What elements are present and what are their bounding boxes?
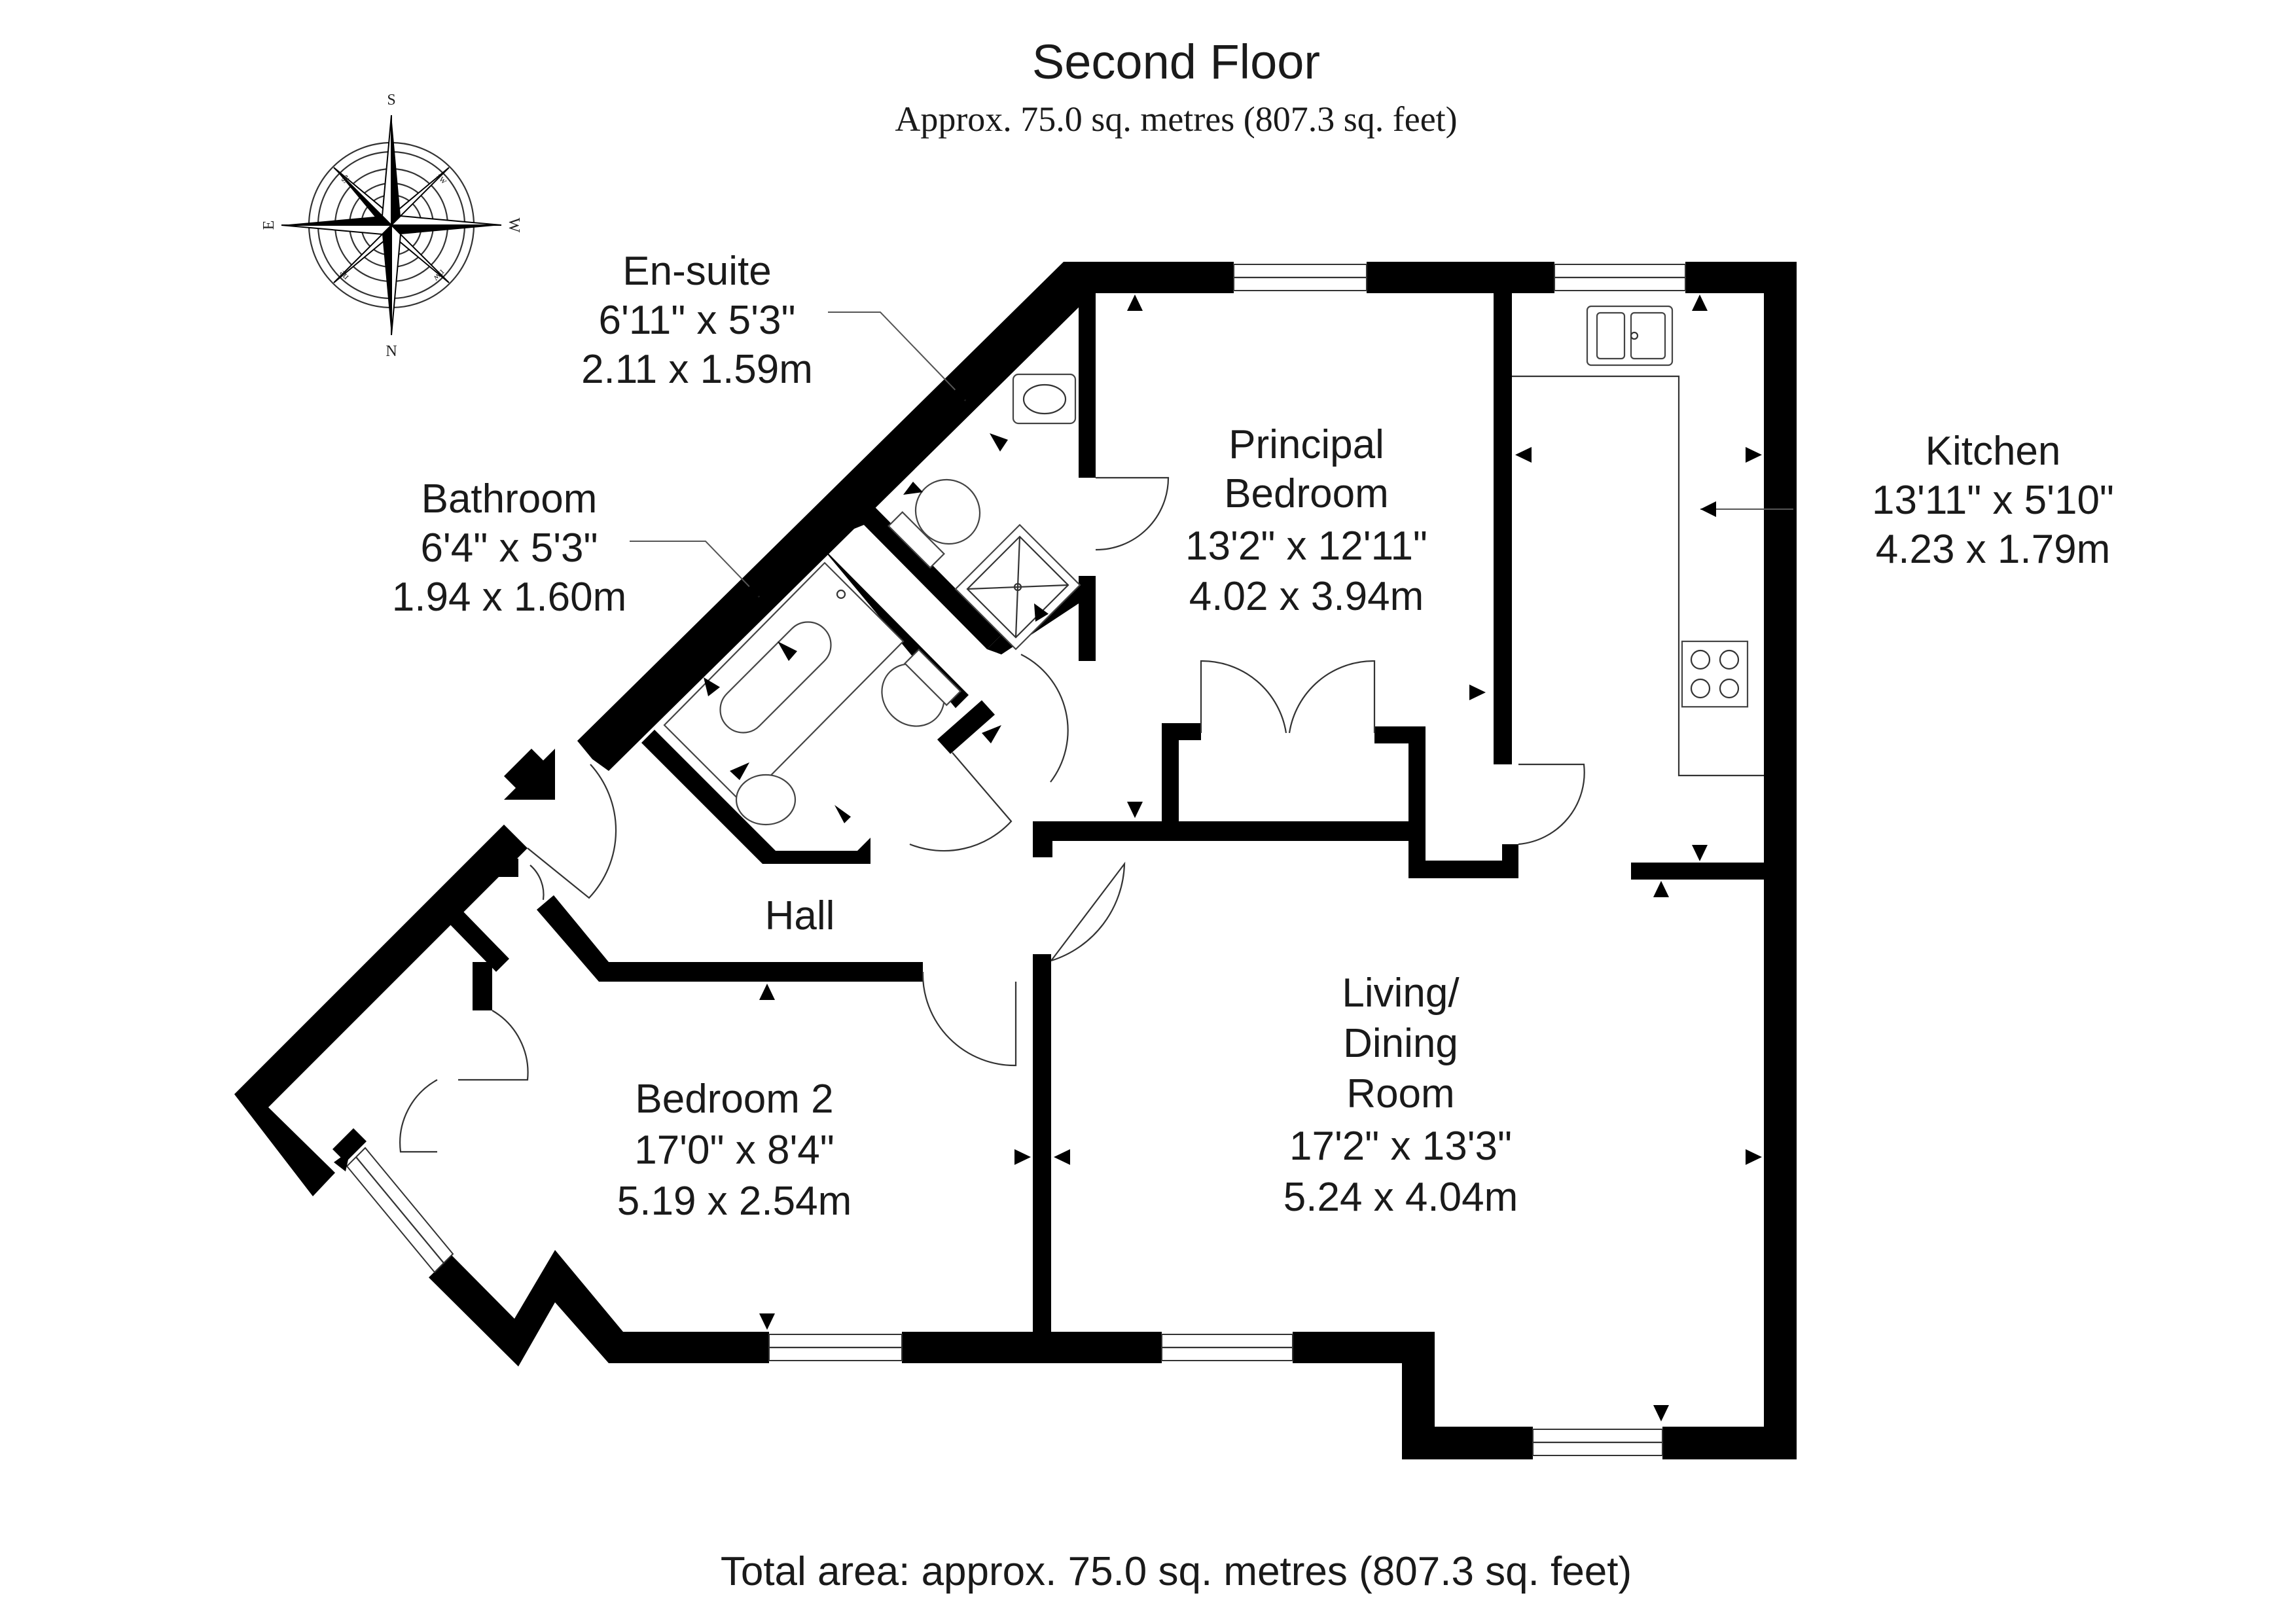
room-principal-bedroom: Principal Bedroom 13'2" x 12'11" 4.02 x … — [1185, 422, 1427, 619]
room-name: Room — [1346, 1071, 1454, 1116]
room-bathroom: Bathroom 6'4" x 5'3" 1.94 x 1.60m — [392, 476, 626, 620]
room-metric: 1.94 x 1.60m — [392, 575, 626, 620]
leader-lines — [630, 312, 1793, 597]
room-imperial: 6'11" x 5'3" — [599, 298, 796, 343]
room-metric: 5.19 x 2.54m — [617, 1179, 852, 1224]
plan-subtitle: Approx. 75.0 sq. metres (807.3 sq. feet) — [895, 99, 1457, 139]
measurement-arrows — [334, 294, 1762, 1421]
compass-letter-w: W — [505, 218, 522, 233]
fixtures — [663, 305, 1764, 826]
room-name: Dining — [1343, 1021, 1458, 1066]
room-name: Principal — [1229, 422, 1384, 467]
compass-sub-sw: sw — [434, 171, 449, 187]
entrance-arrow-icon — [504, 749, 555, 800]
room-name: Kitchen — [1926, 429, 2061, 474]
shower-tray-icon — [954, 524, 1081, 651]
compass-letter-s: S — [387, 92, 395, 109]
total-area: Total area: approx. 75.0 sq. metres (807… — [721, 1549, 1632, 1594]
room-imperial: 6'4" x 5'3" — [420, 526, 598, 571]
toilet-icon — [881, 649, 961, 727]
room-name: Living/ — [1342, 971, 1460, 1016]
room-imperial: 17'2" x 13'3" — [1289, 1124, 1512, 1169]
walls — [234, 262, 1797, 1459]
room-name: En-suite — [622, 249, 771, 294]
basin-icon — [735, 774, 797, 826]
room-ensuite: En-suite 6'11" x 5'3" 2.11 x 1.59m — [581, 249, 813, 392]
room-name: Hall — [765, 893, 835, 938]
doors — [399, 476, 1585, 1153]
plan-title: Second Floor — [1032, 35, 1320, 89]
room-metric: 4.02 x 3.94m — [1189, 574, 1424, 619]
room-bedroom-2: Bedroom 2 17'0" x 8'4" 5.19 x 2.54m — [617, 1077, 852, 1224]
compass-icon: S N W E se sw nw ne — [260, 92, 522, 360]
room-metric: 2.11 x 1.59m — [581, 347, 813, 392]
room-hall: Hall — [765, 893, 835, 938]
hob-icon — [1681, 640, 1749, 708]
windows — [346, 264, 1686, 1456]
room-name: Bathroom — [422, 476, 598, 522]
room-name: Bedroom — [1224, 471, 1389, 516]
room-imperial: 13'2" x 12'11" — [1185, 524, 1427, 569]
room-name: Bedroom 2 — [635, 1077, 833, 1122]
room-imperial: 13'11" x 5'10" — [1872, 478, 2114, 523]
room-metric: 5.24 x 4.04m — [1283, 1175, 1518, 1220]
basin-icon — [1012, 373, 1077, 425]
bathtub-icon — [663, 562, 905, 805]
compass-letter-n: N — [386, 343, 397, 360]
room-metric: 4.23 x 1.79m — [1876, 527, 2110, 572]
room-living-dining: Living/ Dining Room 17'2" x 13'3" 5.24 x… — [1283, 971, 1518, 1220]
room-kitchen: Kitchen 13'11" x 5'10" 4.23 x 1.79m — [1872, 429, 2114, 572]
compass-letter-e: E — [260, 221, 278, 230]
kitchen-sink-icon — [1586, 305, 1674, 366]
toilet-icon — [888, 478, 981, 569]
room-imperial: 17'0" x 8'4" — [634, 1128, 834, 1173]
